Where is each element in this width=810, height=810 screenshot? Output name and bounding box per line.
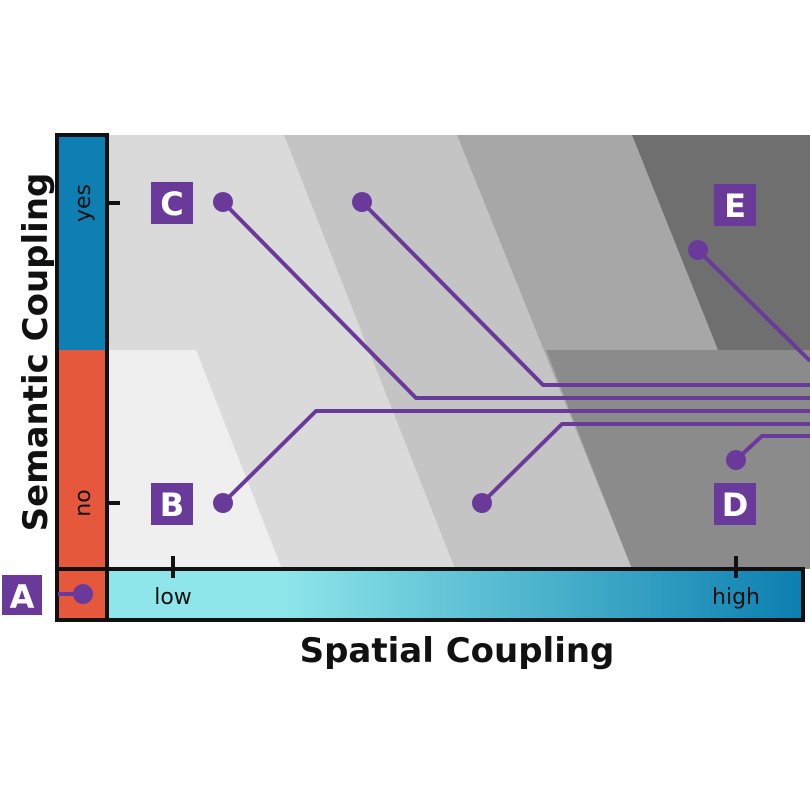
ticks (107, 201, 738, 578)
region-darkest (632, 135, 810, 350)
semantic-bar-border (55, 133, 109, 622)
dot-a (73, 584, 93, 604)
badge-c: C (151, 182, 193, 224)
frame (55, 133, 805, 622)
x-axis-title: Spatial Coupling (300, 631, 615, 671)
connector-c2 (360, 200, 810, 387)
spatial-gradient-bar (107, 569, 803, 620)
dot-b (213, 493, 233, 513)
dot-c2 (352, 192, 372, 212)
dot-e (688, 240, 708, 260)
dot-b2 (472, 493, 492, 513)
y-tick-no: no (71, 489, 96, 516)
dot-c (213, 192, 233, 212)
badge-a: A (0, 573, 44, 617)
connector-dots (73, 192, 746, 604)
semantic-yes-bar (57, 135, 107, 350)
connector-e (696, 248, 810, 363)
x-tick-high: high (712, 585, 760, 610)
connector-b2 (480, 422, 810, 505)
spatial-bar-border (105, 567, 805, 622)
dot-d (726, 450, 746, 470)
badge-b-text: B (160, 486, 184, 524)
badge-c-text: C (160, 185, 183, 223)
connector-b (221, 409, 810, 505)
y-axis-title: Semantic Coupling (16, 173, 56, 532)
region-lightest (107, 350, 282, 569)
badge-d-text: D (722, 486, 749, 524)
plot-regions (107, 135, 810, 569)
badge-d: D (714, 483, 756, 525)
badge-e: E (714, 184, 756, 226)
region-mid (284, 135, 632, 569)
connector-c (221, 200, 810, 400)
badge-e-text: E (724, 187, 746, 225)
y-tick-yes: yes (71, 184, 96, 222)
connector-lines (58, 200, 810, 596)
connector-d (734, 434, 810, 462)
badge-a-text: A (10, 578, 35, 616)
x-tick-low: low (154, 585, 192, 610)
semantic-no-bar (57, 350, 107, 620)
badge-b: B (151, 483, 193, 525)
